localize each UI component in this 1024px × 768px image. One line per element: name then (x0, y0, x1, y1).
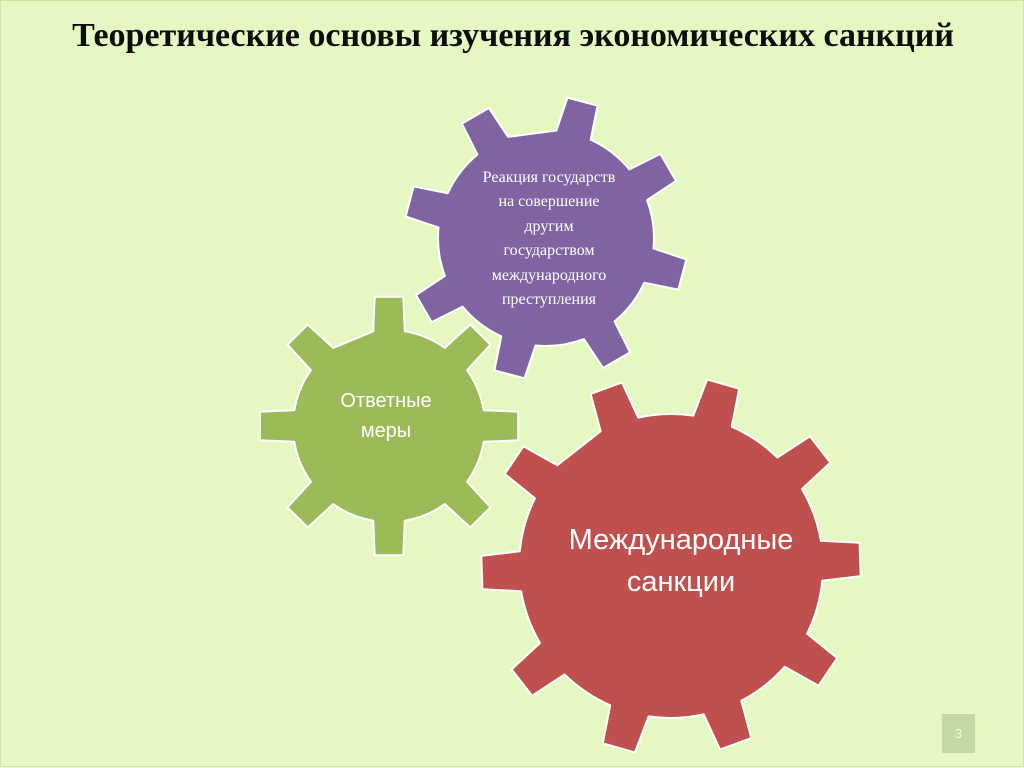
gear-big-line: санкции (626, 566, 736, 598)
gear-top-line: на совершение (498, 193, 600, 210)
page-number: 3 (942, 714, 975, 753)
gear-top-line: преступления (501, 291, 597, 308)
gear-response-measures (258, 295, 520, 557)
gear-top-line: другим (524, 217, 574, 235)
gear-international-sanctions (480, 378, 862, 754)
gear-big-line: Международные (568, 524, 794, 556)
gear-state-reaction (404, 96, 688, 380)
gear-state-reaction-label: Реакция государств на совершение другим … (449, 159, 649, 319)
gear-top-line: международного (491, 266, 607, 284)
gear-international-sanctions-label: Международные санкции (531, 501, 831, 621)
slide-title: Теоретические основы изучения экономичес… (72, 17, 954, 54)
gear-response-measures-label: Ответные меры (311, 371, 461, 461)
gear-left-line: Ответные (340, 390, 432, 412)
gear-top-line: государством (503, 242, 595, 259)
gear-top-line: Реакция государств (482, 168, 616, 186)
gear-left-line: меры (360, 420, 412, 442)
